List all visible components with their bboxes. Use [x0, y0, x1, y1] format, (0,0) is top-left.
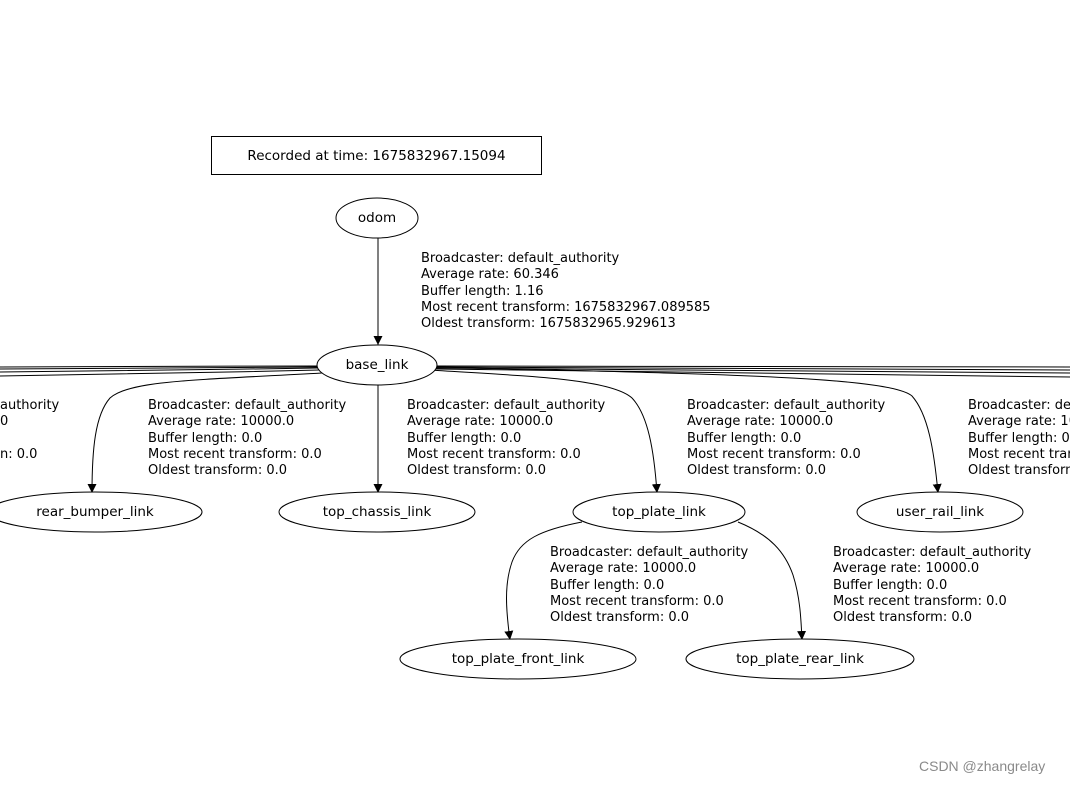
node-label-rear-bumper-link: rear_bumper_link — [36, 504, 154, 520]
edge-buffer-length — [0, 431, 59, 447]
node-top-plate-front-link — [399, 638, 637, 680]
node-top-plate-link — [572, 491, 746, 533]
edge-label-top-plate-front: Broadcaster: default_authority Average r… — [550, 545, 748, 626]
edge-most-recent: Most recent transform: 1675832967.089585 — [421, 299, 711, 315]
edge-top-plate-rear — [737, 521, 807, 641]
edge-broadcaster: Broadcaster: default_authority — [407, 398, 606, 413]
edge-most-recent: Most recent transform: 0.0 — [407, 446, 581, 462]
node-label-top-chassis-link: top_chassis_link — [322, 504, 432, 520]
edge-most-recent: Most recent transform: 0.0 — [550, 593, 724, 609]
edge-average-rate: Average rate: 10 — [968, 414, 1070, 430]
edge-label-top-chassis: Broadcaster: default_authority Average r… — [407, 398, 605, 479]
edge-label-user-rail: Broadcaster: def Average rate: 10 Buffer… — [968, 398, 1070, 479]
edge-buffer-length: Buffer length: 0.0 — [833, 577, 948, 593]
edge-buffer-length: Buffer length: 0.0 — [687, 430, 802, 446]
edge-buffer-length: Buffer length: 0.0 — [550, 577, 665, 593]
edge-base-link-user-rail — [435, 366, 942, 494]
edge-most-recent: Most recent transform: 0.0 — [833, 593, 1007, 609]
edge-most-recent: n: 0.0 — [0, 446, 38, 462]
edge-top-plate-front — [504, 521, 583, 641]
node-label-base-link: base_link — [345, 357, 409, 373]
edge-broadcaster: Broadcaster: default_authority — [833, 545, 1032, 560]
edge-buffer-length: Buffer length: 1.16 — [421, 283, 544, 299]
node-label-top-plate-link: top_plate_link — [612, 504, 706, 520]
recorded-time-label: Recorded at time: 1675832967.15094 — [247, 147, 506, 164]
edge-broadcaster: Broadcaster: default_authority — [687, 398, 886, 413]
edge-base-link-top-plate — [429, 369, 661, 494]
edge-most-recent: Most recent transform: 0.0 — [148, 446, 322, 462]
edge-most-recent: Most recent tran — [968, 446, 1070, 462]
edge-buffer-length: Buffer length: 0.0 — [148, 430, 263, 446]
node-label-user-rail-link: user_rail_link — [895, 504, 985, 520]
watermark: CSDN @zhangrelay — [919, 758, 1046, 774]
recorded-time-box: Recorded at time: 1675832967.15094 — [211, 136, 542, 175]
edge-label-top-plate: Broadcaster: default_authority Average r… — [687, 398, 885, 479]
edge-base-link-rear-bumper — [87, 372, 323, 494]
clipped-edges-right — [435, 365, 1070, 378]
node-user-rail-link — [856, 491, 1024, 533]
node-odom — [335, 197, 419, 239]
edge-broadcaster: Broadcaster: default_authority — [148, 398, 347, 413]
edge-oldest: Oldest transform: 0.0 — [148, 463, 288, 479]
edge-broadcaster: Broadcaster: default_authority — [550, 545, 749, 560]
edge-most-recent: Most recent transform: 0.0 — [687, 446, 861, 462]
edge-oldest: Oldest transform — [968, 463, 1070, 479]
edge-average-rate: Average rate: 10000.0 — [407, 414, 554, 430]
edge-broadcaster: authority — [0, 398, 60, 413]
edge-average-rate: Average rate: 10000.0 — [550, 561, 697, 577]
node-label-odom: odom — [357, 210, 397, 226]
edge-buffer-length: Buffer length: 0.0 — [407, 430, 522, 446]
edge-average-rate: Average rate: 60.346 — [421, 267, 559, 283]
edge-label-top-plate-rear: Broadcaster: default_authority Average r… — [833, 545, 1031, 626]
edge-oldest: Oldest transform: 0.0 — [407, 463, 547, 479]
edge-average-rate: 0 — [0, 414, 9, 430]
node-label-top-plate-rear-link: top_plate_rear_link — [736, 651, 864, 667]
node-label-top-plate-front-link: top_plate_front_link — [451, 651, 585, 667]
edge-oldest: Oldest transform: 0.0 — [687, 463, 827, 479]
edge-oldest: Oldest transform: 0.0 — [833, 610, 973, 626]
edge-broadcaster: Broadcaster: def — [968, 398, 1070, 413]
edge-label-rear-bumper: Broadcaster: default_authority Average r… — [148, 398, 346, 479]
edge-oldest: Oldest transform: 0.0 — [550, 610, 690, 626]
edge-average-rate: Average rate: 10000.0 — [148, 414, 295, 430]
edge-label-left-clipped: authority 0 n: 0.0 — [0, 398, 59, 463]
clipped-edges-left — [0, 365, 320, 377]
edge-oldest: Oldest transform: 1675832965.929613 — [421, 316, 676, 332]
edge-broadcaster: Broadcaster: default_authority — [421, 251, 620, 266]
node-top-plate-rear-link — [685, 638, 915, 680]
node-top-chassis-link — [278, 491, 476, 533]
edge-buffer-length: Buffer length: 0. — [968, 430, 1070, 446]
edge-label-odom-base-link: Broadcaster: default_authority Average r… — [421, 251, 711, 332]
node-base-link — [316, 344, 438, 386]
edge-average-rate: Average rate: 10000.0 — [687, 414, 834, 430]
edge-average-rate: Average rate: 10000.0 — [833, 561, 980, 577]
node-rear-bumper-link — [0, 491, 203, 533]
